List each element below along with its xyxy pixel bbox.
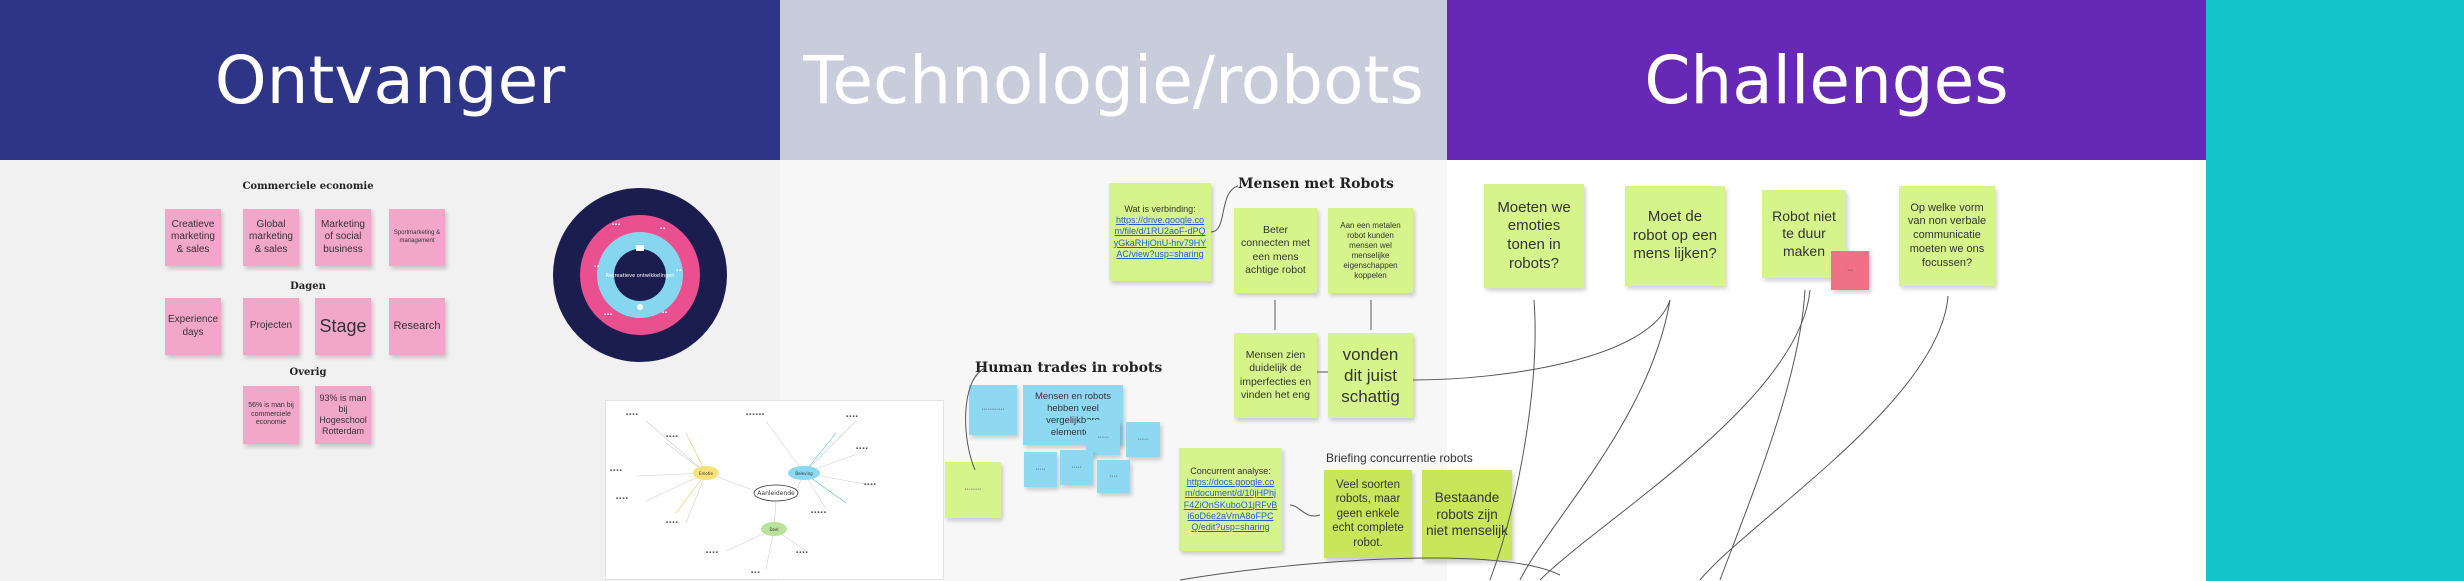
sticky-note[interactable]: Global marketing & sales xyxy=(243,209,299,266)
sticky-note[interactable]: Research xyxy=(389,298,445,355)
sticky-verbinding[interactable]: Wat is verbinding: https://drive.google.… xyxy=(1109,183,1211,281)
svg-text:▪ ▪ ▪ ▪: ▪ ▪ ▪ ▪ xyxy=(626,412,638,416)
svg-text:▪ ▪: ▪ ▪ xyxy=(676,268,681,272)
concurrent-link[interactable]: https://docs.google.com/document/d/10jHP… xyxy=(1183,477,1278,532)
svg-text:▪ ▪ ▪ ▪: ▪ ▪ ▪ ▪ xyxy=(610,468,622,472)
svg-text:▪ ▪ ▪ ▪: ▪ ▪ ▪ ▪ xyxy=(846,414,858,418)
sticky-note-small[interactable]: ▪ ▪ ▪ ▪ xyxy=(1097,460,1130,493)
sticky-note-small[interactable]: ▪ ▪ ▪ xyxy=(1831,251,1869,290)
sticky-note[interactable]: Stage xyxy=(315,298,371,355)
svg-text:▪ ▪ ▪ ▪: ▪ ▪ ▪ ▪ xyxy=(864,482,876,486)
sticky-note[interactable]: 56% is man bij commerciele economie xyxy=(243,386,299,444)
sticky-note-small[interactable]: ▪ ▪ ▪ ▪ ▪ xyxy=(1060,450,1093,485)
sticky-note[interactable]: Mensen zien duidelijk de imperfecties en… xyxy=(1234,333,1317,418)
verbinding-label: Wat is verbinding: xyxy=(1124,203,1196,214)
sticky-note-small[interactable]: ▪ ▪ ▪ ▪ ▪ ▪ xyxy=(1086,420,1120,455)
sticky-note[interactable]: Moeten we emoties tonen in robots? xyxy=(1484,184,1584,288)
wheel-diagram[interactable]: ▪ ▪ ▪ ▪ ▪ ▪ ▪ ▪ ▪ ▪ ▪ ▪ ▪ ▪ Recreatieve ont… xyxy=(552,187,728,363)
svg-text:▪ ▪ ▪: ▪ ▪ ▪ xyxy=(612,222,620,226)
header-technologie: Technologie/robots xyxy=(780,0,1447,160)
section-human-title: Human trades in robots xyxy=(975,360,1163,376)
section-commercieel-title: Commerciele economie xyxy=(242,181,374,192)
sticky-note[interactable]: Experience days xyxy=(165,298,221,355)
sticky-note[interactable]: Op welke vorm van non verbale communicat… xyxy=(1899,186,1995,286)
header-challenges-label: Challenges xyxy=(1644,41,2009,119)
mindmap-hub-left: Emotie xyxy=(699,471,714,476)
sticky-concurrent[interactable]: Concurrent analyse: https://docs.google.… xyxy=(1179,448,1282,551)
mindmap-image[interactable]: ▪ ▪ ▪ ▪ ▪ ▪ ▪ ▪ ▪ ▪ ▪ ▪ ▪ ▪ ▪ ▪ ▪ ▪ ▪ ▪ ▪ ▪ … xyxy=(605,400,944,580)
header-technologie-label: Technologie/robots xyxy=(803,41,1424,119)
svg-text:▪ ▪ ▪: ▪ ▪ ▪ xyxy=(604,312,612,316)
mindmap-center: Aanleidende xyxy=(757,490,795,497)
sticky-note[interactable]: Creatieve marketing & sales xyxy=(165,209,221,266)
sticky-note[interactable]: Projecten xyxy=(243,298,299,355)
sticky-note[interactable]: Aan een metalen robot kunden mensen wel … xyxy=(1328,208,1413,293)
svg-text:▪ ▪ ▪ ▪: ▪ ▪ ▪ ▪ xyxy=(856,446,868,450)
svg-text:▪ ▪ ▪ ▪: ▪ ▪ ▪ ▪ xyxy=(666,520,678,524)
sticky-note-small[interactable]: ▪ ▪ ▪ ▪ ▪ xyxy=(1024,452,1057,487)
sticky-note[interactable]: Moet de robot op een mens lijken? xyxy=(1625,186,1725,286)
svg-text:▪ ▪ ▪ ▪: ▪ ▪ ▪ ▪ xyxy=(706,550,718,554)
sticky-note[interactable]: Mensen en robots hebben veel vergelijkba… xyxy=(1023,385,1123,445)
sticky-note-small[interactable]: ▪ ▪ ▪ ▪ ▪ ▪ ▪ ▪ ▪ xyxy=(945,462,1001,518)
verbinding-link[interactable]: https://drive.google.com/file/d/1RU2aoF-… xyxy=(1113,215,1207,259)
mindmap-hub-right: Beleving xyxy=(795,471,813,476)
briefing-title: Briefing concurrentie robots xyxy=(1326,451,1473,465)
concurrent-label: Concurrent analyse: xyxy=(1190,465,1271,476)
svg-text:▪ ▪ ▪ ▪: ▪ ▪ ▪ ▪ xyxy=(616,496,628,500)
side-panel xyxy=(2206,0,2464,581)
sticky-note[interactable]: Sportmarketing & management xyxy=(389,209,445,266)
sticky-note[interactable]: vonden dit juist schattig xyxy=(1328,333,1413,418)
sticky-note[interactable]: 93% is man bij Hogeschool Rotterdam xyxy=(315,386,371,444)
mindmap-hub-bottom: Doel xyxy=(769,527,778,532)
sticky-note[interactable]: Bestaande robots zijn niet menselijk xyxy=(1422,470,1512,560)
sticky-note-small[interactable]: ▪ ▪ ▪ ▪ ▪ ▪ xyxy=(1126,422,1160,457)
section-dagen-title: Dagen xyxy=(290,281,326,292)
header-ontvanger-label: Ontvanger xyxy=(214,41,566,119)
sticky-note[interactable]: Marketing of social business xyxy=(315,209,371,266)
sticky-note[interactable]: Beter connecten met een mens achtige rob… xyxy=(1234,208,1317,293)
wheel-center-label: Recreatieve ontwikkelingen xyxy=(606,273,675,279)
svg-text:▪ ▪ ▪ ▪: ▪ ▪ ▪ ▪ xyxy=(796,550,808,554)
section-overig-title: Overig xyxy=(289,367,327,378)
sticky-note[interactable]: Veel soorten robots, maar geen enkele ec… xyxy=(1324,470,1412,558)
svg-text:▪ ▪: ▪ ▪ xyxy=(594,264,599,268)
svg-text:▪ ▪ ▪ ▪ ▪ ▪: ▪ ▪ ▪ ▪ ▪ ▪ xyxy=(746,412,764,416)
svg-text:▪ ▪ ▪: ▪ ▪ ▪ xyxy=(751,570,760,574)
sticky-note-small[interactable]: ▪ ▪ ▪ ▪ ▪ ▪ ▪ ▪ ▪ ▪ ▪ ▪ xyxy=(969,385,1017,435)
header-ontvanger: Ontvanger xyxy=(0,0,780,160)
svg-text:▪ ▪: ▪ ▪ xyxy=(660,226,665,230)
svg-text:▪ ▪: ▪ ▪ xyxy=(662,310,667,314)
sticky-note[interactable]: Robot niet te duur maken xyxy=(1762,190,1846,278)
svg-text:▪ ▪ ▪ ▪: ▪ ▪ ▪ ▪ xyxy=(666,434,678,438)
section-mensen-title: Mensen met Robots xyxy=(1238,176,1394,192)
svg-text:▪ ▪ ▪ ▪ ▪: ▪ ▪ ▪ ▪ ▪ xyxy=(811,510,826,514)
header-challenges: Challenges xyxy=(1447,0,2206,160)
